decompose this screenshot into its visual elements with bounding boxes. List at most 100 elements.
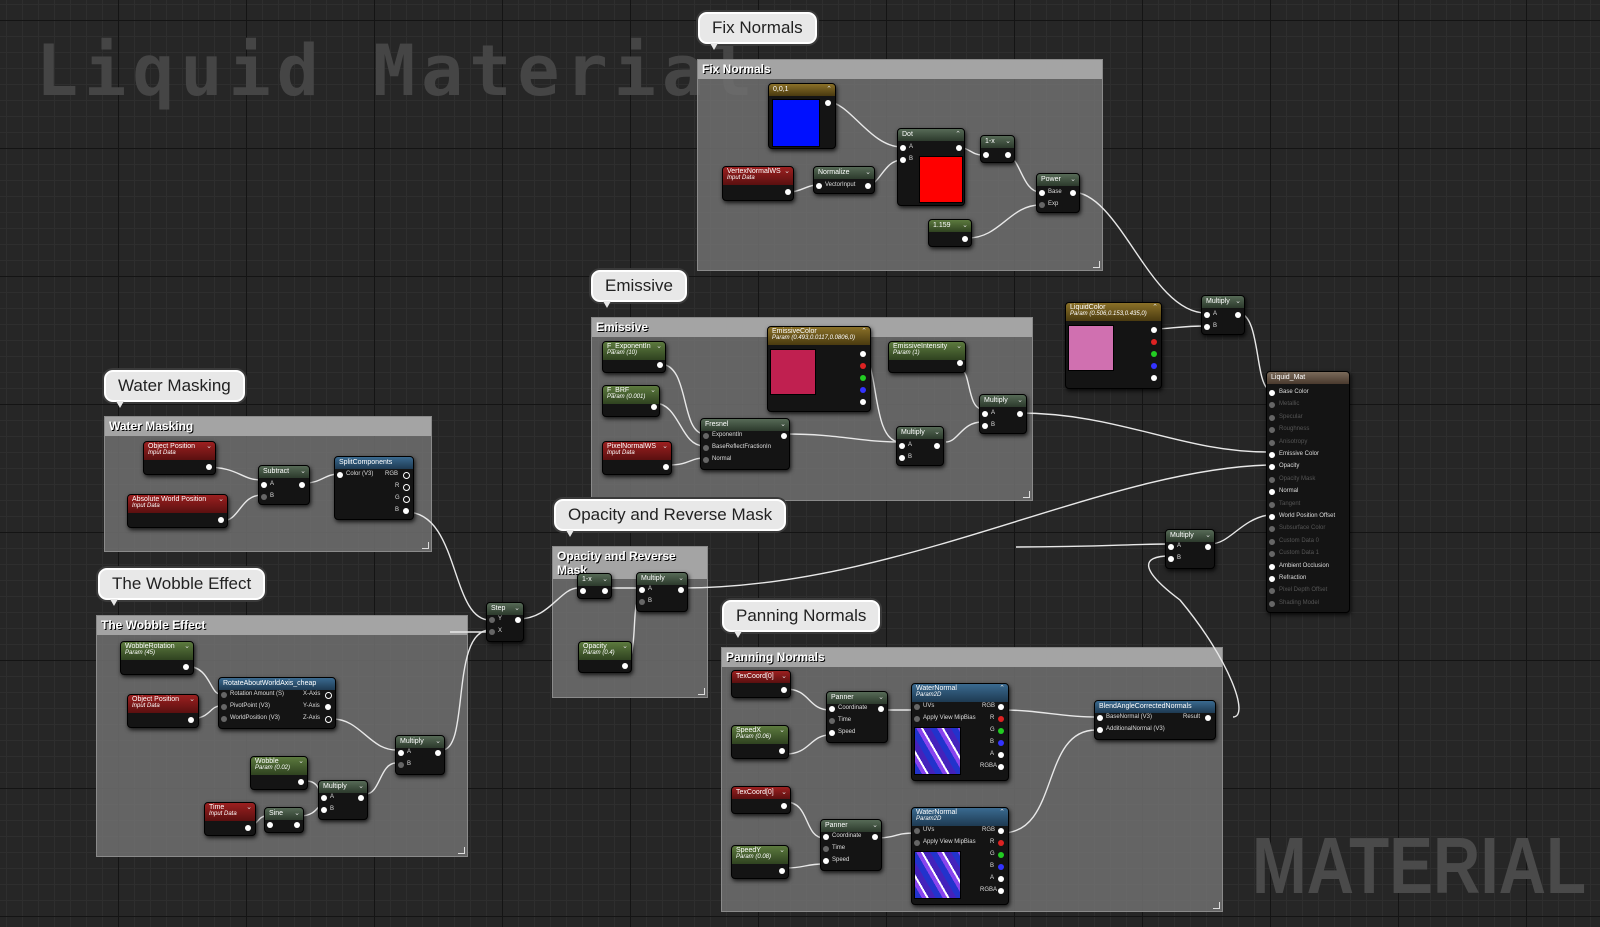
comment-header[interactable]: Panning Normals xyxy=(722,648,1222,667)
collapse-arrow[interactable]: ⌄ xyxy=(878,694,884,701)
output-pin-a[interactable] xyxy=(998,752,1004,758)
output-pin-rgb[interactable] xyxy=(998,704,1004,710)
material-input-pin[interactable] xyxy=(1269,576,1275,582)
collapse-arrow[interactable]: ⌄ xyxy=(662,443,668,450)
output-pin[interactable] xyxy=(779,868,785,874)
input-pin-exp[interactable] xyxy=(1039,202,1045,208)
collapse-arrow[interactable]: ⌄ xyxy=(300,468,306,475)
output-pin[interactable] xyxy=(183,664,189,670)
output-pin[interactable] xyxy=(325,704,331,710)
node-one-minus[interactable]: 1-x⌄ xyxy=(577,573,612,599)
output-pin[interactable] xyxy=(218,517,224,523)
output-pin-g[interactable] xyxy=(860,375,866,381)
input-pin-b[interactable] xyxy=(398,762,404,768)
material-input-pin[interactable] xyxy=(1269,538,1275,545)
node-subtract[interactable]: Subtract⌄ A B xyxy=(258,465,310,505)
output-pin[interactable] xyxy=(865,183,871,189)
node-multiply[interactable]: Multiply⌄ A B xyxy=(1201,295,1245,335)
collapse-arrow[interactable]: ⌃ xyxy=(861,328,867,335)
collapse-arrow[interactable]: ⌄ xyxy=(872,822,878,829)
input-pin[interactable] xyxy=(580,588,586,594)
output-pin[interactable] xyxy=(678,587,684,593)
node-one-minus[interactable]: 1-x⌄ xyxy=(980,135,1015,163)
collapse-arrow[interactable]: ⌄ xyxy=(784,168,790,175)
collapse-arrow[interactable]: ⌄ xyxy=(184,643,190,650)
resize-handle[interactable] xyxy=(422,542,429,549)
input-pin[interactable] xyxy=(1097,715,1103,721)
node-sine[interactable]: Sine⌄ xyxy=(264,807,304,833)
input-pin-b[interactable] xyxy=(1168,556,1174,562)
output-pin[interactable] xyxy=(663,464,669,470)
collapse-arrow[interactable]: ⌄ xyxy=(1005,138,1011,145)
input-pin[interactable] xyxy=(829,706,835,712)
collapse-arrow[interactable]: ⌄ xyxy=(650,387,656,394)
output-pin-g[interactable] xyxy=(998,728,1004,734)
output-pin[interactable] xyxy=(825,100,831,106)
output-pin[interactable] xyxy=(206,464,212,470)
comment-opacity[interactable]: Opacity and Reverse Mask xyxy=(552,546,708,698)
output-pin[interactable] xyxy=(325,692,332,699)
collapse-arrow[interactable]: ⌄ xyxy=(435,738,441,745)
material-input-pin[interactable] xyxy=(1269,402,1275,409)
material-input-pin[interactable] xyxy=(1269,489,1275,496)
collapse-arrow[interactable]: ⌃ xyxy=(999,685,1005,692)
input-pin[interactable] xyxy=(221,704,227,710)
collapse-arrow[interactable]: ⌄ xyxy=(298,758,304,765)
output-pin-rgba[interactable] xyxy=(998,764,1004,770)
output-pin[interactable] xyxy=(1205,544,1211,550)
output-pin-rgb[interactable] xyxy=(998,828,1004,834)
resize-handle[interactable] xyxy=(1023,491,1030,498)
input-pin[interactable] xyxy=(914,840,920,846)
node-normalize[interactable]: Normalize⌄ VectorInput xyxy=(813,166,875,194)
output-pin-b[interactable] xyxy=(998,864,1004,870)
output-pin[interactable] xyxy=(325,716,332,723)
node-multiply[interactable]: Multiply⌄ A B xyxy=(636,572,688,612)
collapse-arrow[interactable]: ⌄ xyxy=(781,789,787,796)
output-pin[interactable] xyxy=(779,748,785,754)
output-pin[interactable] xyxy=(298,779,304,785)
collapse-arrow[interactable]: ⌃ xyxy=(826,86,832,93)
input-pin-x[interactable] xyxy=(489,629,495,635)
collapse-arrow[interactable]: ⌄ xyxy=(189,696,195,703)
collapse-arrow[interactable]: ⌄ xyxy=(602,576,608,583)
output-pin-r[interactable] xyxy=(998,716,1004,722)
bubble-panning-normals[interactable]: Panning Normals xyxy=(722,600,881,638)
node-multiply[interactable]: Multiply⌄ A B xyxy=(318,780,368,820)
material-input-pin[interactable] xyxy=(1269,414,1275,421)
output-pin[interactable] xyxy=(1017,411,1023,417)
material-input-pin[interactable] xyxy=(1269,501,1275,508)
input-pin[interactable] xyxy=(1097,727,1103,733)
resize-handle[interactable] xyxy=(698,688,705,695)
collapse-arrow[interactable]: ⌄ xyxy=(962,222,968,229)
output-pin-b[interactable] xyxy=(998,740,1004,746)
output-pin[interactable] xyxy=(785,189,791,195)
input-pin[interactable] xyxy=(703,457,709,463)
collapse-arrow[interactable]: ⌃ xyxy=(1152,304,1158,311)
node-multiply[interactable]: Multiply⌄ A B xyxy=(979,394,1027,434)
output-pin-g[interactable] xyxy=(998,852,1004,858)
input-pin-a[interactable] xyxy=(899,443,905,449)
input-pin-b[interactable] xyxy=(982,423,988,429)
resize-handle[interactable] xyxy=(458,847,465,854)
collapse-arrow[interactable]: ⌄ xyxy=(1235,298,1241,305)
input-pin[interactable] xyxy=(221,692,227,698)
output-pin[interactable] xyxy=(245,825,251,831)
input-pin[interactable] xyxy=(267,822,273,828)
output-pin-a[interactable] xyxy=(998,876,1004,882)
material-input-pin[interactable] xyxy=(1269,600,1275,607)
input-pin[interactable] xyxy=(703,445,709,451)
input-pin-a[interactable] xyxy=(900,145,906,151)
output-pin-r[interactable] xyxy=(1151,339,1157,345)
material-input-pin[interactable] xyxy=(1269,563,1275,570)
collapse-arrow[interactable]: ⌄ xyxy=(1017,397,1023,404)
output-pin[interactable] xyxy=(878,706,884,712)
collapse-arrow[interactable]: ⌄ xyxy=(779,727,785,734)
